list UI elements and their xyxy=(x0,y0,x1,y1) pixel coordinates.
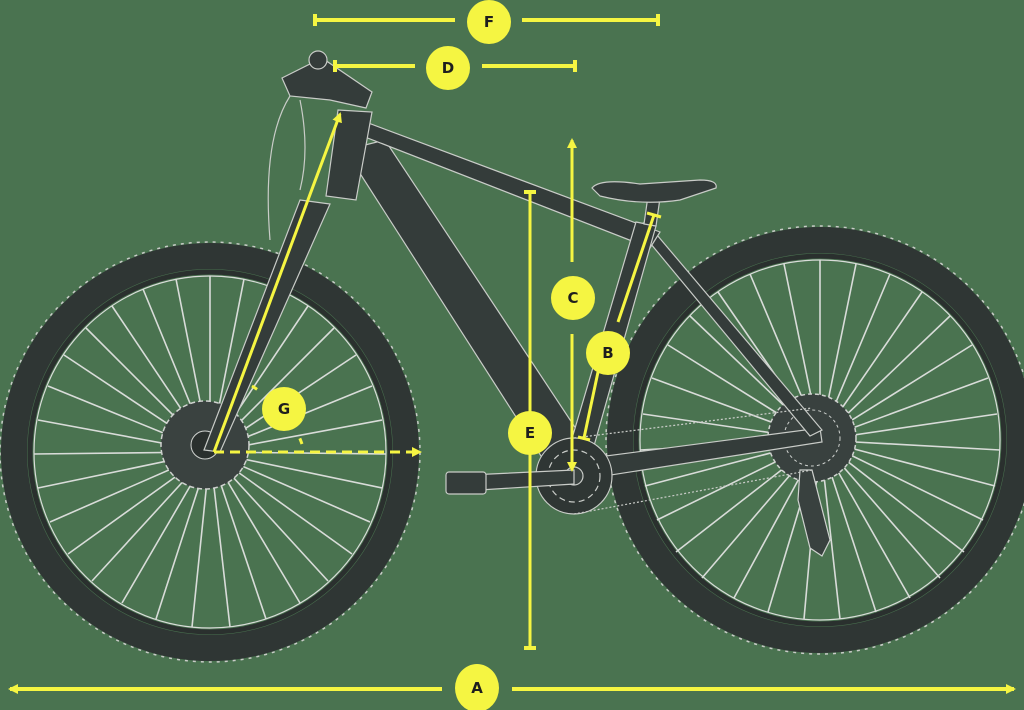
dimension-d xyxy=(333,60,577,72)
saddle xyxy=(591,179,717,203)
pedal xyxy=(445,471,487,495)
rear-tire-tread xyxy=(605,225,1024,655)
badge-b: B xyxy=(586,331,630,375)
badge-d: D xyxy=(426,46,470,90)
brake-cable xyxy=(267,95,291,241)
badge-g: G xyxy=(262,387,306,431)
badge-e-label: E xyxy=(525,424,535,442)
badge-c-label: C xyxy=(567,289,578,307)
front-wheel xyxy=(0,241,421,663)
badge-f: F xyxy=(467,0,511,44)
handlebar-grip xyxy=(308,50,328,70)
rear-rim xyxy=(633,253,1007,627)
rear-tire xyxy=(607,227,1024,653)
chain xyxy=(573,407,813,515)
dimension-b xyxy=(577,211,662,442)
badge-a: A xyxy=(455,664,499,710)
badge-f-label: F xyxy=(484,13,494,31)
badge-e: E xyxy=(508,411,552,455)
badge-c: C xyxy=(551,276,595,320)
badge-d-label: D xyxy=(442,59,454,77)
badge-b-label: B xyxy=(602,344,613,362)
rear-wheel xyxy=(605,225,1024,655)
dimension-g xyxy=(212,112,422,457)
badge-a-label: A xyxy=(471,679,483,697)
head-tube xyxy=(325,109,373,201)
dimension-f xyxy=(313,14,660,26)
shift-cable xyxy=(299,99,306,191)
badge-g-label: G xyxy=(278,400,290,418)
rear-derailleur xyxy=(797,469,831,557)
annotations xyxy=(8,14,1016,694)
